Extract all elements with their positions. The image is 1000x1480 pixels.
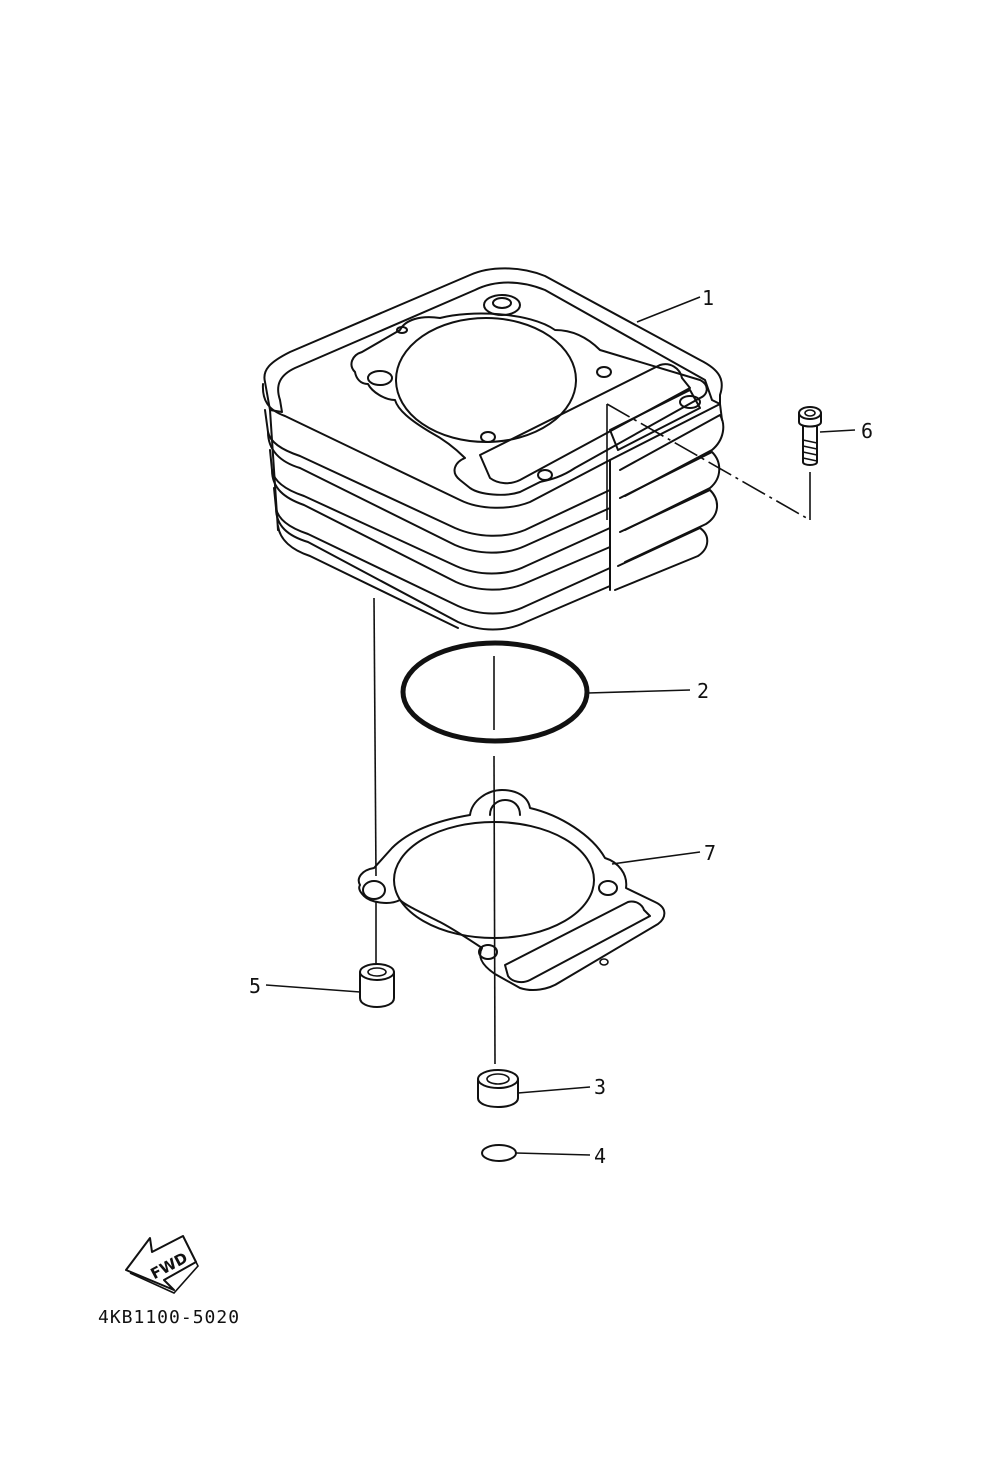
cylinder-part <box>261 267 725 631</box>
callout-7: 7 <box>704 841 717 865</box>
bolt-part <box>798 406 822 466</box>
o-ring-part <box>400 640 590 744</box>
fwd-arrow-icon: FWD <box>125 1235 199 1294</box>
callout-5: 5 <box>249 974 262 998</box>
callout-3: 3 <box>594 1075 607 1099</box>
callout-2: 2 <box>697 679 710 703</box>
assembly-lines <box>373 403 811 1065</box>
callout-6: 6 <box>861 419 874 443</box>
small-o-ring-part <box>481 1144 517 1162</box>
part-code-label: 4KB1100-5020 <box>98 1307 241 1328</box>
callout-4: 4 <box>594 1144 607 1168</box>
dowel-pin-left-part <box>359 963 395 1008</box>
callout-1: 1 <box>702 286 715 310</box>
dowel-pin-right-part <box>477 1069 519 1108</box>
base-gasket-part <box>357 789 666 991</box>
leader-lines <box>265 296 856 1156</box>
